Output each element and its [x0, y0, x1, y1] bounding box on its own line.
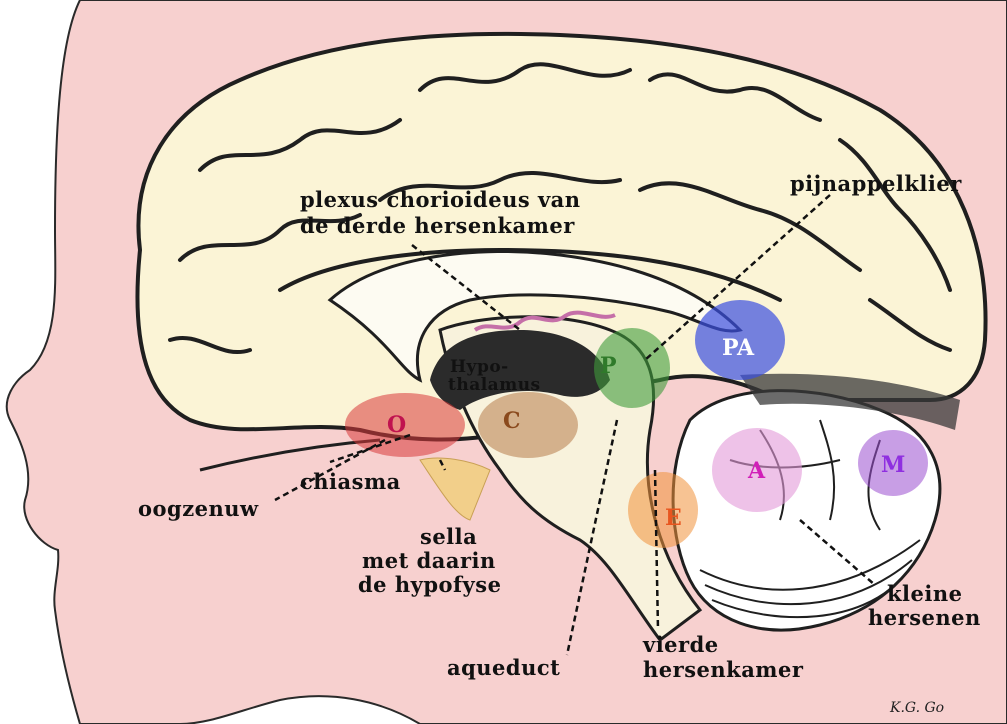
- label-sella-line3: de hypofyse: [358, 573, 501, 597]
- label-sella-line2: met daarin: [362, 549, 496, 573]
- label-vierde-line2: hersenkamer: [643, 658, 803, 682]
- label-chiasma: chiasma: [300, 470, 401, 494]
- circle-letter-PA: PA: [722, 335, 754, 361]
- circle-letter-C: C: [503, 408, 521, 434]
- circle-letter-M: M: [881, 452, 905, 478]
- label-kleine-line1: kleine: [887, 582, 963, 606]
- label-kleine-line2: hersenen: [868, 606, 981, 630]
- circle-letter-O: O: [387, 412, 406, 438]
- circle-E: [628, 472, 698, 548]
- circle-letter-E: E: [665, 505, 682, 531]
- label-vierde-line1: vierde: [643, 633, 719, 657]
- label-hypothalamus-line2: thalamus: [448, 376, 541, 395]
- label-plexus-line2: de derde hersenkamer: [300, 214, 575, 238]
- label-sella-line1: sella: [420, 525, 477, 549]
- circle-letter-P: P: [600, 353, 617, 379]
- signature: K.G. Go: [890, 700, 944, 716]
- label-oogzenuw: oogzenuw: [138, 497, 259, 521]
- label-pijnappelklier: pijnappelklier: [790, 172, 962, 196]
- label-aqueduct: aqueduct: [447, 656, 560, 680]
- circle-letter-A: A: [748, 458, 765, 484]
- label-plexus-line1: plexus chorioideus van: [300, 188, 581, 212]
- circle-C: [478, 392, 578, 458]
